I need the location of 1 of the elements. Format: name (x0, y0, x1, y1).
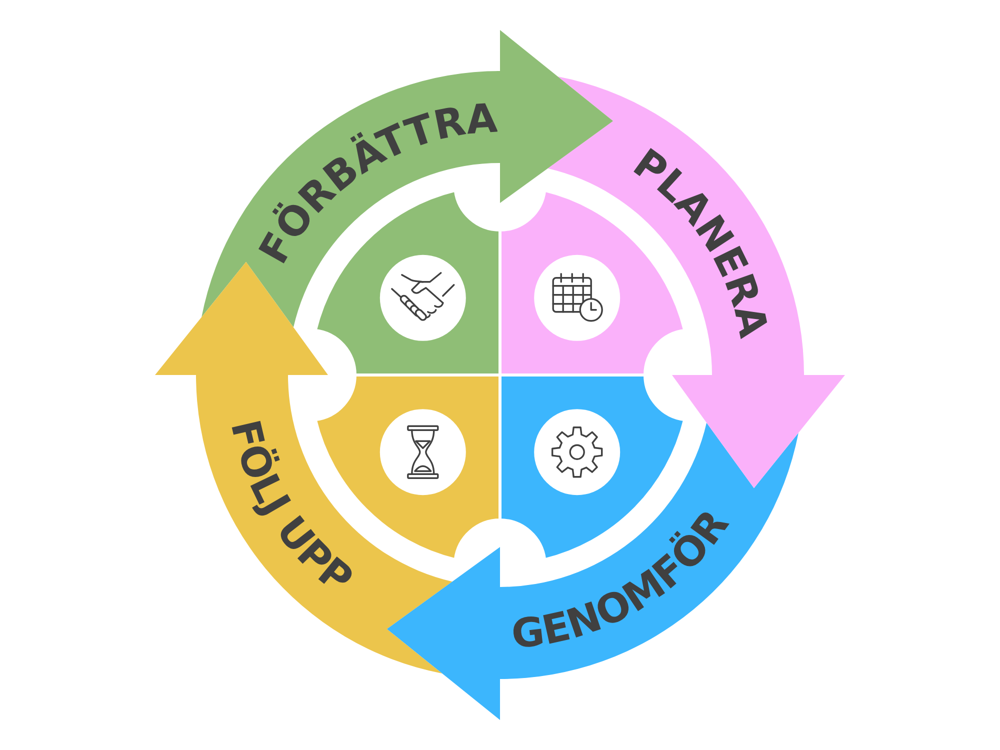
arrowhead (672, 372, 845, 488)
